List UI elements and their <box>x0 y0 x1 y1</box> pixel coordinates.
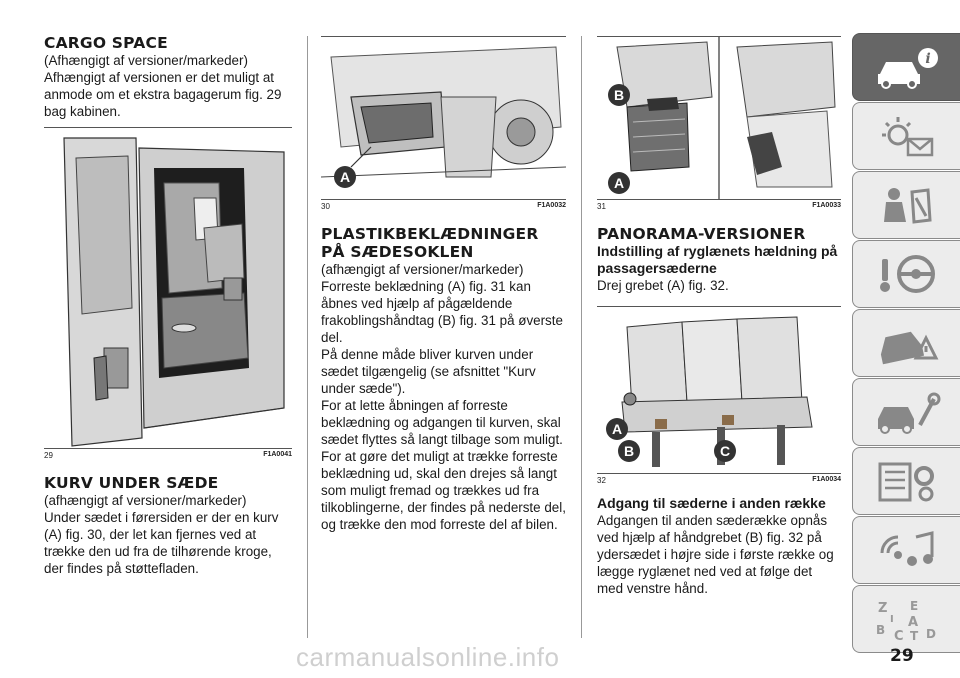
svg-text:I: I <box>890 614 894 625</box>
svg-text:T: T <box>910 629 919 642</box>
plastic-covers-text-2: På denne måde bliver kurven under sædet … <box>321 347 536 396</box>
figure-code: F1A0034 <box>812 476 841 483</box>
figure-number: 30 <box>321 202 330 211</box>
seat-basket-illustration: A <box>320 37 567 199</box>
figure-32: A B C <box>597 306 841 474</box>
column-divider <box>307 36 308 638</box>
cargo-space-text: Afhængigt af versionen er det muligt at … <box>44 70 282 119</box>
tab-index[interactable]: Z E B C A D I T <box>852 585 960 653</box>
backrest-text: Drej grebet (A) fig. 32. <box>597 278 729 293</box>
tab-driving[interactable] <box>852 240 960 308</box>
van-cargo-illustration <box>44 128 292 448</box>
plastic-covers-text-3: For at lette åbningen af forreste beklæd… <box>321 398 563 447</box>
tab-specs[interactable] <box>852 447 960 515</box>
svg-text:C: C <box>894 629 904 642</box>
tab-multimedia[interactable] <box>852 516 960 584</box>
figure-29-caption: 29 F1A0041 <box>44 449 292 460</box>
svg-text:A: A <box>908 615 918 630</box>
steering-icon <box>880 255 935 293</box>
svg-text:E: E <box>910 599 918 613</box>
figure-code: F1A0041 <box>263 451 292 458</box>
second-row-access-text: Adgangen til anden sæderække opnås ved h… <box>597 513 834 596</box>
warning-lights-icon <box>882 117 934 157</box>
tab-lights[interactable] <box>852 102 960 170</box>
basket-note: (afhængigt af versioner/markeder) <box>44 493 247 508</box>
column-right: B A 31 F1A0033 PANORAMA-VERSIONER Indsti… <box>597 0 841 597</box>
column-middle: A 30 F1A0032 PLASTIKBEKLÆDNINGER PÅ SÆDE… <box>320 0 567 533</box>
figure-31-caption: 31 F1A0033 <box>597 200 841 211</box>
callout-b: B <box>624 443 634 459</box>
callout-a: A <box>614 175 624 191</box>
maintenance-icon <box>878 392 941 434</box>
plastic-covers-text-4: For at gøre det muligt at trække forrest… <box>321 449 566 532</box>
callout-c: C <box>720 443 730 459</box>
svg-text:B: B <box>876 623 885 637</box>
passenger-seats-illustration: A B C <box>597 307 841 473</box>
figure-code: F1A0032 <box>537 202 566 209</box>
plastic-covers-text-1: Forreste beklædning (A) fig. 31 kan åbne… <box>321 279 563 345</box>
seat-cover-illustration: B A <box>597 37 841 199</box>
cargo-space-heading: CARGO SPACE <box>44 34 168 52</box>
index-icon: Z E B C A D I T <box>876 599 936 642</box>
svg-text:Z: Z <box>878 601 887 616</box>
figure-number: 29 <box>44 451 53 460</box>
car-info-icon: i <box>878 48 938 89</box>
column-left: CARGO SPACE (Afhængigt af versioner/mark… <box>44 0 292 577</box>
figure-30-caption: 30 F1A0032 <box>321 200 566 211</box>
plastic-covers-note: (afhængigt af versioner/markeder) <box>321 262 524 277</box>
emergency-icon <box>880 331 939 365</box>
svg-text:i: i <box>925 51 930 67</box>
figure-29 <box>44 127 292 449</box>
figure-31: B A <box>597 36 841 200</box>
specs-icon <box>878 462 934 502</box>
multimedia-icon <box>880 531 934 566</box>
second-row-access-subheading: Adgang til sæderne i anden række <box>597 495 826 511</box>
svg-text:D: D <box>926 627 936 641</box>
figure-number: 32 <box>597 476 606 485</box>
figure-number: 31 <box>597 202 606 211</box>
callout-b: B <box>614 87 624 103</box>
watermark: carmanualsonline.info <box>296 642 560 672</box>
callout-a: A <box>612 421 622 437</box>
figure-code: F1A0033 <box>812 202 841 209</box>
basket-heading: KURV UNDER SÆDE <box>44 474 219 492</box>
plastic-covers-heading: PLASTIKBEKLÆDNINGER PÅ SÆDESOKLEN <box>321 225 539 261</box>
cargo-space-note: (Afhængigt af versioner/markeder) <box>44 53 248 68</box>
figure-30: A <box>320 36 567 200</box>
page-number: 29 <box>890 646 914 666</box>
figure-32-caption: 32 F1A0034 <box>597 474 841 485</box>
safety-icon <box>884 188 932 224</box>
backrest-subheading: Indstilling af ryglænets hældning på pas… <box>597 243 838 276</box>
panorama-heading: PANORAMA-VERSIONER <box>597 225 806 243</box>
tab-safety[interactable] <box>852 171 960 239</box>
callout-a: A <box>340 169 350 185</box>
column-divider <box>581 36 582 638</box>
tab-emergency[interactable] <box>852 309 960 377</box>
tab-maintenance[interactable] <box>852 378 960 446</box>
tab-car-info[interactable]: i <box>852 33 960 101</box>
basket-text: Under sædet i førersiden er der en kurv … <box>44 510 279 576</box>
